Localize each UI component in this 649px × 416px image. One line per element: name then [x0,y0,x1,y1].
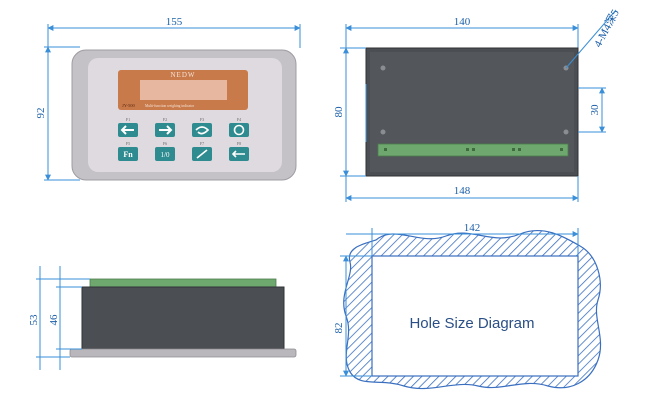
key-label: F4 [237,117,241,122]
key-cap [229,123,249,137]
hole-height-label: 82 [333,323,345,334]
front-view: 155 92 NEDW JY-500 Multi-function weighi… [35,16,301,181]
key-arrow-left: F1 [118,117,138,137]
side-bezel [69,348,297,358]
key-cap [118,147,138,161]
lcd-model: JY-500 [122,103,136,108]
screw-note-leader [565,9,617,69]
rotate-icon [195,126,210,135]
key-label: F1 [126,117,130,122]
key-cap [155,147,175,161]
hole-caption: Hole Size Diagram [409,315,534,332]
enter-icon [231,150,245,158]
rear-view: 140 80 30 4-M4深5 148 [333,7,622,202]
key-label: F5 [126,141,130,146]
key-fn: F5 Fn [118,141,138,161]
rear-height-label: 80 [333,106,345,118]
key-enter: F8 [229,141,249,161]
side-total-height-label: 53 [28,314,40,326]
side-body [81,286,285,350]
key-fraction: F6 1/0 [155,141,175,161]
arrow-right-icon [159,125,173,135]
key-cap [192,123,212,137]
rear-width-bottom-label: 148 [454,185,471,197]
screw-hole [563,129,569,135]
arrow-left-icon [120,125,134,135]
key-rotate: F3 [192,117,212,137]
key-label: F8 [237,141,241,146]
screw-hole [380,129,386,135]
key-label: F7 [200,141,204,146]
terminal-pins [384,148,563,151]
lcd-screen [140,80,227,100]
hole-width-label: 142 [464,222,481,234]
rear-width-top-label: 140 [454,16,471,28]
fn-icon: Fn [123,150,133,159]
front-width-label: 155 [166,16,183,28]
key-arrow-right: F2 [155,117,175,137]
screw-hole [380,65,386,71]
zero-slash-icon [196,149,208,159]
fraction-icon: 1/0 [161,151,170,159]
front-height-label: 92 [35,108,47,119]
lcd-brand: NEDW [171,71,196,79]
side-terminal [89,278,277,288]
mount-spacing-label: 30 [589,104,601,116]
side-body-height-label: 46 [48,314,60,326]
key-power: F4 [229,117,249,137]
key-label: F2 [163,117,167,122]
lcd-subtitle: Multi-function weighing indicator [145,104,195,108]
side-view: 53 46 [28,266,297,370]
screw-note: 4-M4深5 [591,7,622,50]
key-zero-slash: F7 [192,141,212,161]
key-label: F6 [163,141,167,146]
key-label: F3 [200,117,204,122]
cutout-hole [371,255,579,377]
power-icon [233,124,245,136]
hole-view: Hole Size Diagram 142 82 [333,222,602,390]
